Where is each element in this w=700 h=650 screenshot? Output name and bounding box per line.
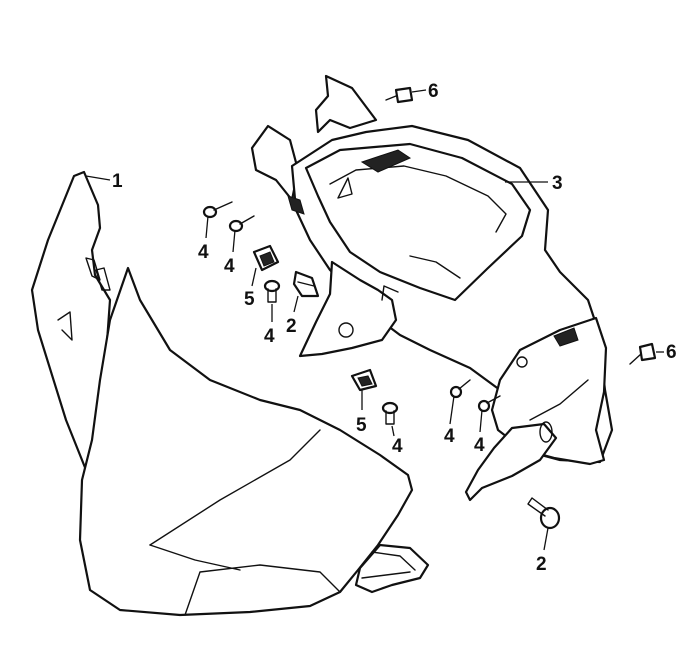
front-cover-part [30,170,430,617]
clip-5-b [350,368,378,392]
bolt-4-c [263,279,281,303]
callout-labels: 1 3 6 6 4 4 5 4 2 5 4 4 4 2 [112,81,677,575]
callout-6-upper: 6 [428,81,439,102]
screw-4-a [202,201,233,219]
callout-3: 3 [552,173,563,194]
callout-1: 1 [112,171,123,192]
screw-4-f [477,395,501,413]
callout-2-b: 2 [536,554,547,575]
callout-5-b: 5 [356,415,367,436]
bolt-2-a [292,270,320,298]
callout-5-a: 5 [244,289,255,310]
callout-6-right: 6 [666,342,677,363]
callout-4-f: 4 [474,435,485,456]
leader-lines [85,89,664,551]
callout-4-d: 4 [392,436,403,457]
callout-4-a: 4 [198,242,209,263]
screw-6-upper [385,86,414,104]
instrument-housing-part [250,74,614,502]
clip-5-a [252,244,280,272]
callout-4-c: 4 [264,326,275,347]
screw-4-e [449,379,471,399]
callout-4-e: 4 [444,426,455,447]
bolt-4-d [381,401,399,425]
bolt-2-b [527,497,561,530]
callout-2-a: 2 [286,316,297,337]
screw-4-b [228,215,255,233]
callout-4-b: 4 [224,256,235,277]
screw-6-right [629,342,657,365]
